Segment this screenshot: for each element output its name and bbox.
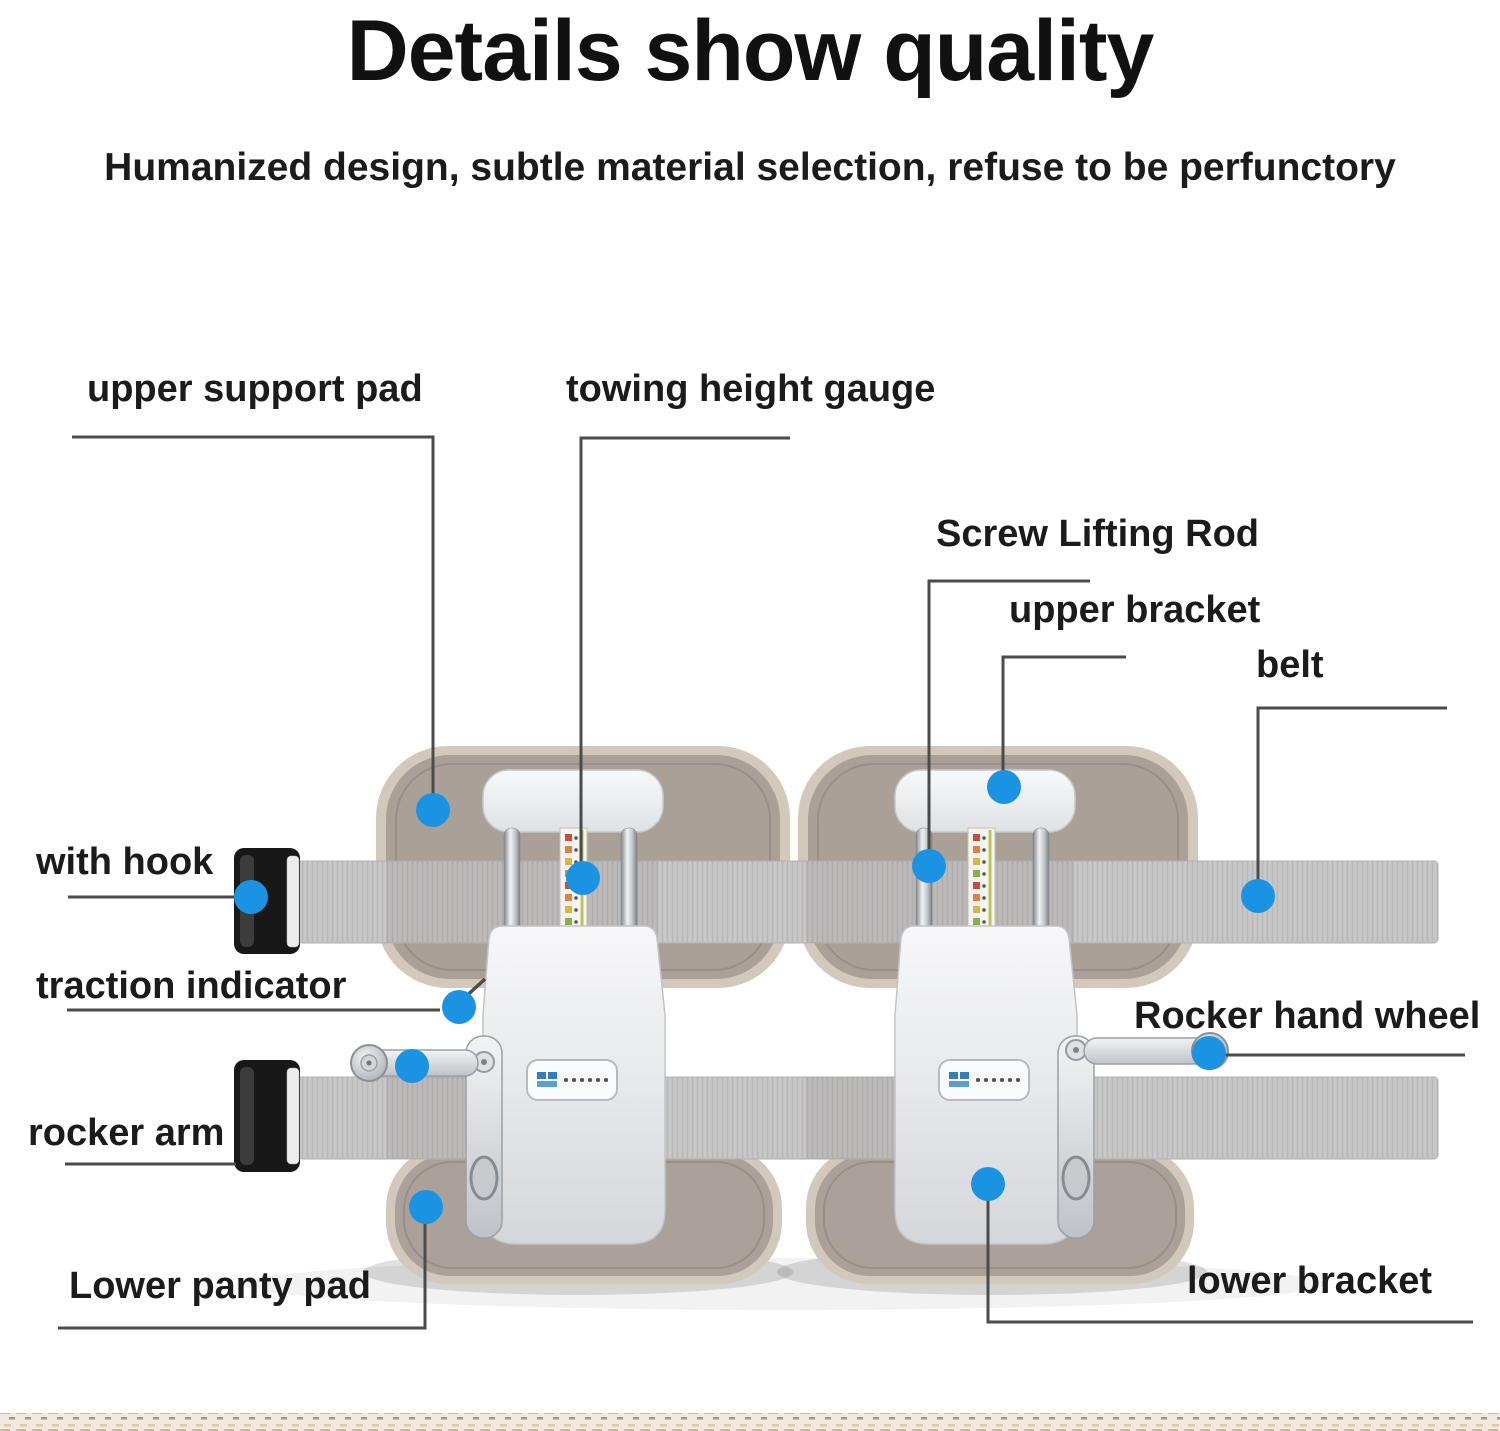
- device-right: [894, 769, 1229, 1245]
- label-rocker-hand-wheel: Rocker hand wheel: [1134, 995, 1481, 1037]
- dot-upper-support-pad: [416, 793, 450, 827]
- dot-screw-lifting-rod: [912, 849, 946, 883]
- label-upper-bracket: upper bracket: [1009, 589, 1261, 631]
- label-with-hook: with hook: [36, 841, 214, 883]
- screw-lifting-rod-left-b: [620, 827, 638, 941]
- belt-hook-lower: [234, 1060, 300, 1172]
- dot-rocker-arm: [395, 1049, 429, 1083]
- lower-bracket-right: [1057, 1035, 1095, 1239]
- leader-screw-lifting-rod: [927, 579, 1090, 862]
- label-rocker-arm: rocker arm: [28, 1112, 225, 1154]
- brand-label-left: [526, 1059, 618, 1101]
- page-title: Details show quality: [346, 3, 1155, 99]
- label-screw-lifting-rod: Screw Lifting Rod: [936, 513, 1259, 555]
- label-belt: belt: [1256, 644, 1324, 686]
- carpet-strip: [0, 1413, 1500, 1431]
- upper-bracket-right: [894, 769, 1076, 833]
- leader-upper-bracket: [1001, 655, 1126, 782]
- label-traction-indicator: traction indicator: [36, 965, 347, 1007]
- lower-bracket-left: [465, 1035, 503, 1239]
- screw-lifting-rod-left-a: [503, 827, 521, 941]
- screw-lifting-rod-right-b: [1032, 827, 1050, 941]
- dot-traction-indicator: [442, 990, 476, 1024]
- leader-towing-height-gauge: [579, 436, 790, 872]
- leader-lower-bracket: [986, 1190, 1473, 1324]
- dot-with-hook: [234, 880, 268, 914]
- brand-label-right: [938, 1059, 1030, 1101]
- dot-lower-panty-pad: [409, 1190, 443, 1224]
- label-towing-height-gauge: towing height gauge: [566, 368, 936, 410]
- device-left: [350, 769, 666, 1245]
- dot-upper-bracket: [987, 770, 1021, 804]
- leader-belt: [1256, 706, 1447, 890]
- page-subtitle: Humanized design, subtle material select…: [104, 146, 1396, 189]
- leader-lower-panty-pad: [58, 1212, 427, 1330]
- label-lower-panty-pad: Lower panty pad: [69, 1265, 371, 1307]
- dot-lower-bracket: [971, 1167, 1005, 1201]
- label-lower-bracket: lower bracket: [1187, 1260, 1432, 1302]
- callout-leader-lines: [58, 435, 1473, 1330]
- upper-bracket-left: [482, 769, 664, 833]
- label-upper-support-pad: upper support pad: [87, 368, 423, 410]
- callout-dots: [234, 770, 1275, 1224]
- dot-rocker-hand-wheel: [1192, 1036, 1226, 1070]
- dot-belt: [1241, 879, 1275, 913]
- towing-height-gauge-strip-right: [967, 827, 996, 941]
- leader-upper-support-pad: [72, 435, 435, 806]
- dot-towing-height-gauge: [566, 861, 600, 895]
